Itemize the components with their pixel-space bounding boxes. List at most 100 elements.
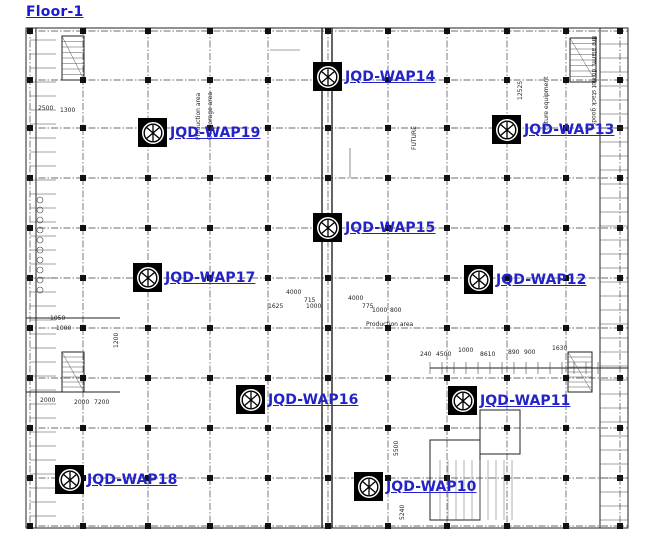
plan-label: 1000: [372, 307, 387, 314]
column: [325, 28, 331, 34]
plan-label: 890: [508, 349, 520, 356]
wifi-ap-icon[interactable]: [464, 265, 493, 294]
column: [207, 28, 213, 34]
plan-label: 1050: [50, 315, 65, 322]
column: [325, 425, 331, 431]
ap-label[interactable]: JQD-WAP17: [165, 269, 256, 286]
ap-label[interactable]: JQD-WAP19: [170, 124, 261, 141]
detail-circle: [36, 256, 44, 264]
ap-label[interactable]: JQD-WAP11: [480, 392, 571, 409]
ap-label[interactable]: JQD-WAP15: [345, 219, 436, 236]
column: [385, 475, 391, 481]
column: [385, 125, 391, 131]
ap-marker-wap12[interactable]: JQD-WAP12: [464, 265, 586, 294]
column: [145, 325, 151, 331]
column: [504, 28, 510, 34]
column: [504, 225, 510, 231]
column: [207, 475, 213, 481]
ap-marker-wap16[interactable]: JQD-WAP16: [236, 385, 358, 414]
column: [563, 475, 569, 481]
ap-label[interactable]: JQD-WAP16: [268, 391, 359, 408]
detail-circle: [36, 266, 44, 274]
plan-label: 240: [420, 351, 432, 358]
plan-label: Production area: [366, 321, 414, 328]
column: [617, 225, 623, 231]
column: [617, 425, 623, 431]
column: [444, 28, 450, 34]
column: [265, 225, 271, 231]
ap-marker-wap11[interactable]: JQD-WAP11: [448, 386, 570, 415]
column: [80, 375, 86, 381]
plan-label: 1300: [60, 107, 75, 114]
ap-marker-wap17[interactable]: JQD-WAP17: [133, 263, 255, 292]
column: [145, 28, 151, 34]
column: [27, 523, 33, 529]
column: [207, 175, 213, 181]
column: [504, 475, 510, 481]
ap-marker-wap14[interactable]: JQD-WAP14: [313, 62, 435, 91]
ap-label[interactable]: JQD-WAP10: [386, 478, 477, 495]
plan-label: 12525: [517, 81, 524, 100]
column: [385, 175, 391, 181]
ap-label[interactable]: JQD-WAP18: [87, 471, 178, 488]
column: [265, 125, 271, 131]
wifi-ap-icon[interactable]: [55, 465, 84, 494]
column: [504, 523, 510, 529]
column: [444, 125, 450, 131]
ap-label[interactable]: JQD-WAP12: [496, 271, 587, 288]
ap-marker-wap19[interactable]: JQD-WAP19: [138, 118, 260, 147]
column: [265, 475, 271, 481]
wifi-ap-icon[interactable]: [313, 213, 342, 242]
plan-label: 715: [304, 297, 316, 304]
plan-label: 2000: [40, 397, 55, 404]
ap-marker-wap15[interactable]: JQD-WAP15: [313, 213, 435, 242]
plan-label: 5240: [399, 505, 406, 520]
column: [385, 77, 391, 83]
ap-marker-wap13[interactable]: JQD-WAP13: [492, 115, 614, 144]
column: [145, 475, 151, 481]
wifi-ap-icon[interactable]: [492, 115, 521, 144]
ap-marker-wap18[interactable]: JQD-WAP18: [55, 465, 177, 494]
plan-label: 1000: [306, 303, 321, 310]
column: [27, 28, 33, 34]
column: [265, 425, 271, 431]
column: [563, 28, 569, 34]
floor-title: Floor-1: [26, 4, 84, 20]
column: [80, 77, 86, 83]
ap-marker-wap10[interactable]: JQD-WAP10: [354, 472, 476, 501]
room-se: [479, 409, 521, 455]
column: [27, 325, 33, 331]
column: [207, 77, 213, 83]
column: [444, 475, 450, 481]
wifi-ap-icon[interactable]: [236, 385, 265, 414]
column: [563, 325, 569, 331]
wifi-ap-icon[interactable]: [313, 62, 342, 91]
plan-label: Future equipment: [543, 76, 550, 130]
column: [207, 225, 213, 231]
column: [563, 225, 569, 231]
column: [27, 225, 33, 231]
plan-label: Production area: [195, 92, 202, 140]
column: [27, 125, 33, 131]
column: [207, 275, 213, 281]
column: [563, 125, 569, 131]
ap-label[interactable]: JQD-WAP13: [524, 121, 615, 138]
column: [145, 523, 151, 529]
column: [385, 28, 391, 34]
plan-label: 4000: [286, 289, 301, 296]
plan-label: 1625: [268, 303, 283, 310]
column: [563, 375, 569, 381]
detail-circle: [36, 246, 44, 254]
wifi-ap-icon[interactable]: [448, 386, 477, 415]
wifi-ap-icon[interactable]: [133, 263, 162, 292]
wifi-ap-icon[interactable]: [354, 472, 383, 501]
ap-label[interactable]: JQD-WAP14: [345, 68, 436, 85]
column: [27, 425, 33, 431]
column: [265, 77, 271, 83]
wifi-ap-icon[interactable]: [138, 118, 167, 147]
column: [617, 275, 623, 281]
column: [207, 125, 213, 131]
column: [444, 77, 450, 83]
column: [207, 523, 213, 529]
column: [27, 77, 33, 83]
